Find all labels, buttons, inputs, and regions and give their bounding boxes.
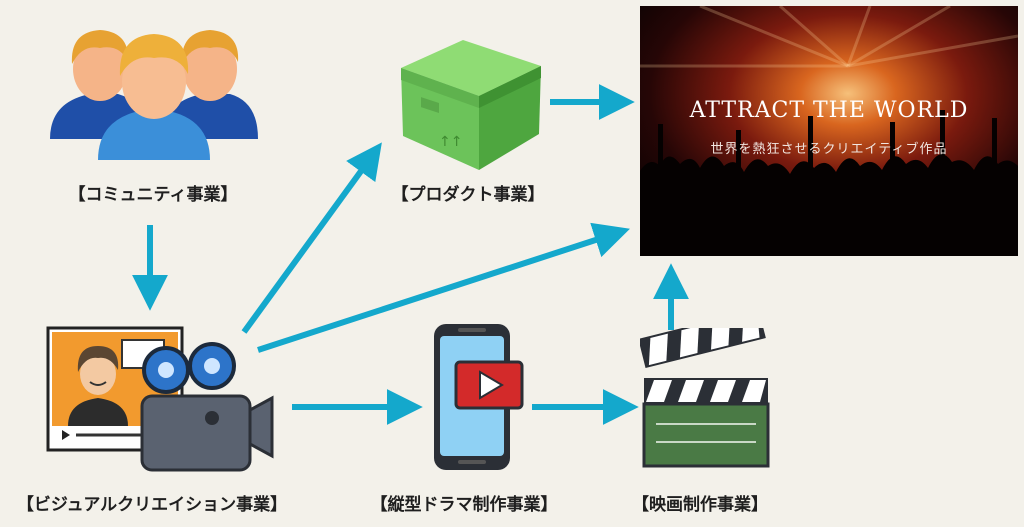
svg-text:↑↑: ↑↑ [439,134,462,150]
attract-the-world-panel: ATTRACT THE WORLD 世界を熱狂させるクリエイティブ作品 [640,6,1018,256]
movie-production-label: 【映画制作事業】 [632,495,768,515]
clapperboard-icon [640,328,770,468]
smartphone-play-icon [434,324,524,470]
concert-background [640,6,1018,256]
panel-subtitle: 世界を熱狂させるクリエイティブ作品 [710,142,948,157]
product-label: 【プロダクト事業】 [391,185,545,205]
box-icon: ↑↑ [401,40,541,170]
vertical-drama-label: 【縦型ドラマ制作事業】 [370,495,558,515]
panel-title: ATTRACT THE WORLD [689,98,969,123]
visual-creation-label: 【ビジュアルクリエイション事業】 [16,495,288,515]
community-label: 【コミュニティ事業】 [68,185,238,205]
people-group-icon [50,30,258,160]
arrow-visual-to-panel [257,222,630,353]
arrow-visual-to-product [241,142,382,334]
video-creator-icon [46,326,274,472]
